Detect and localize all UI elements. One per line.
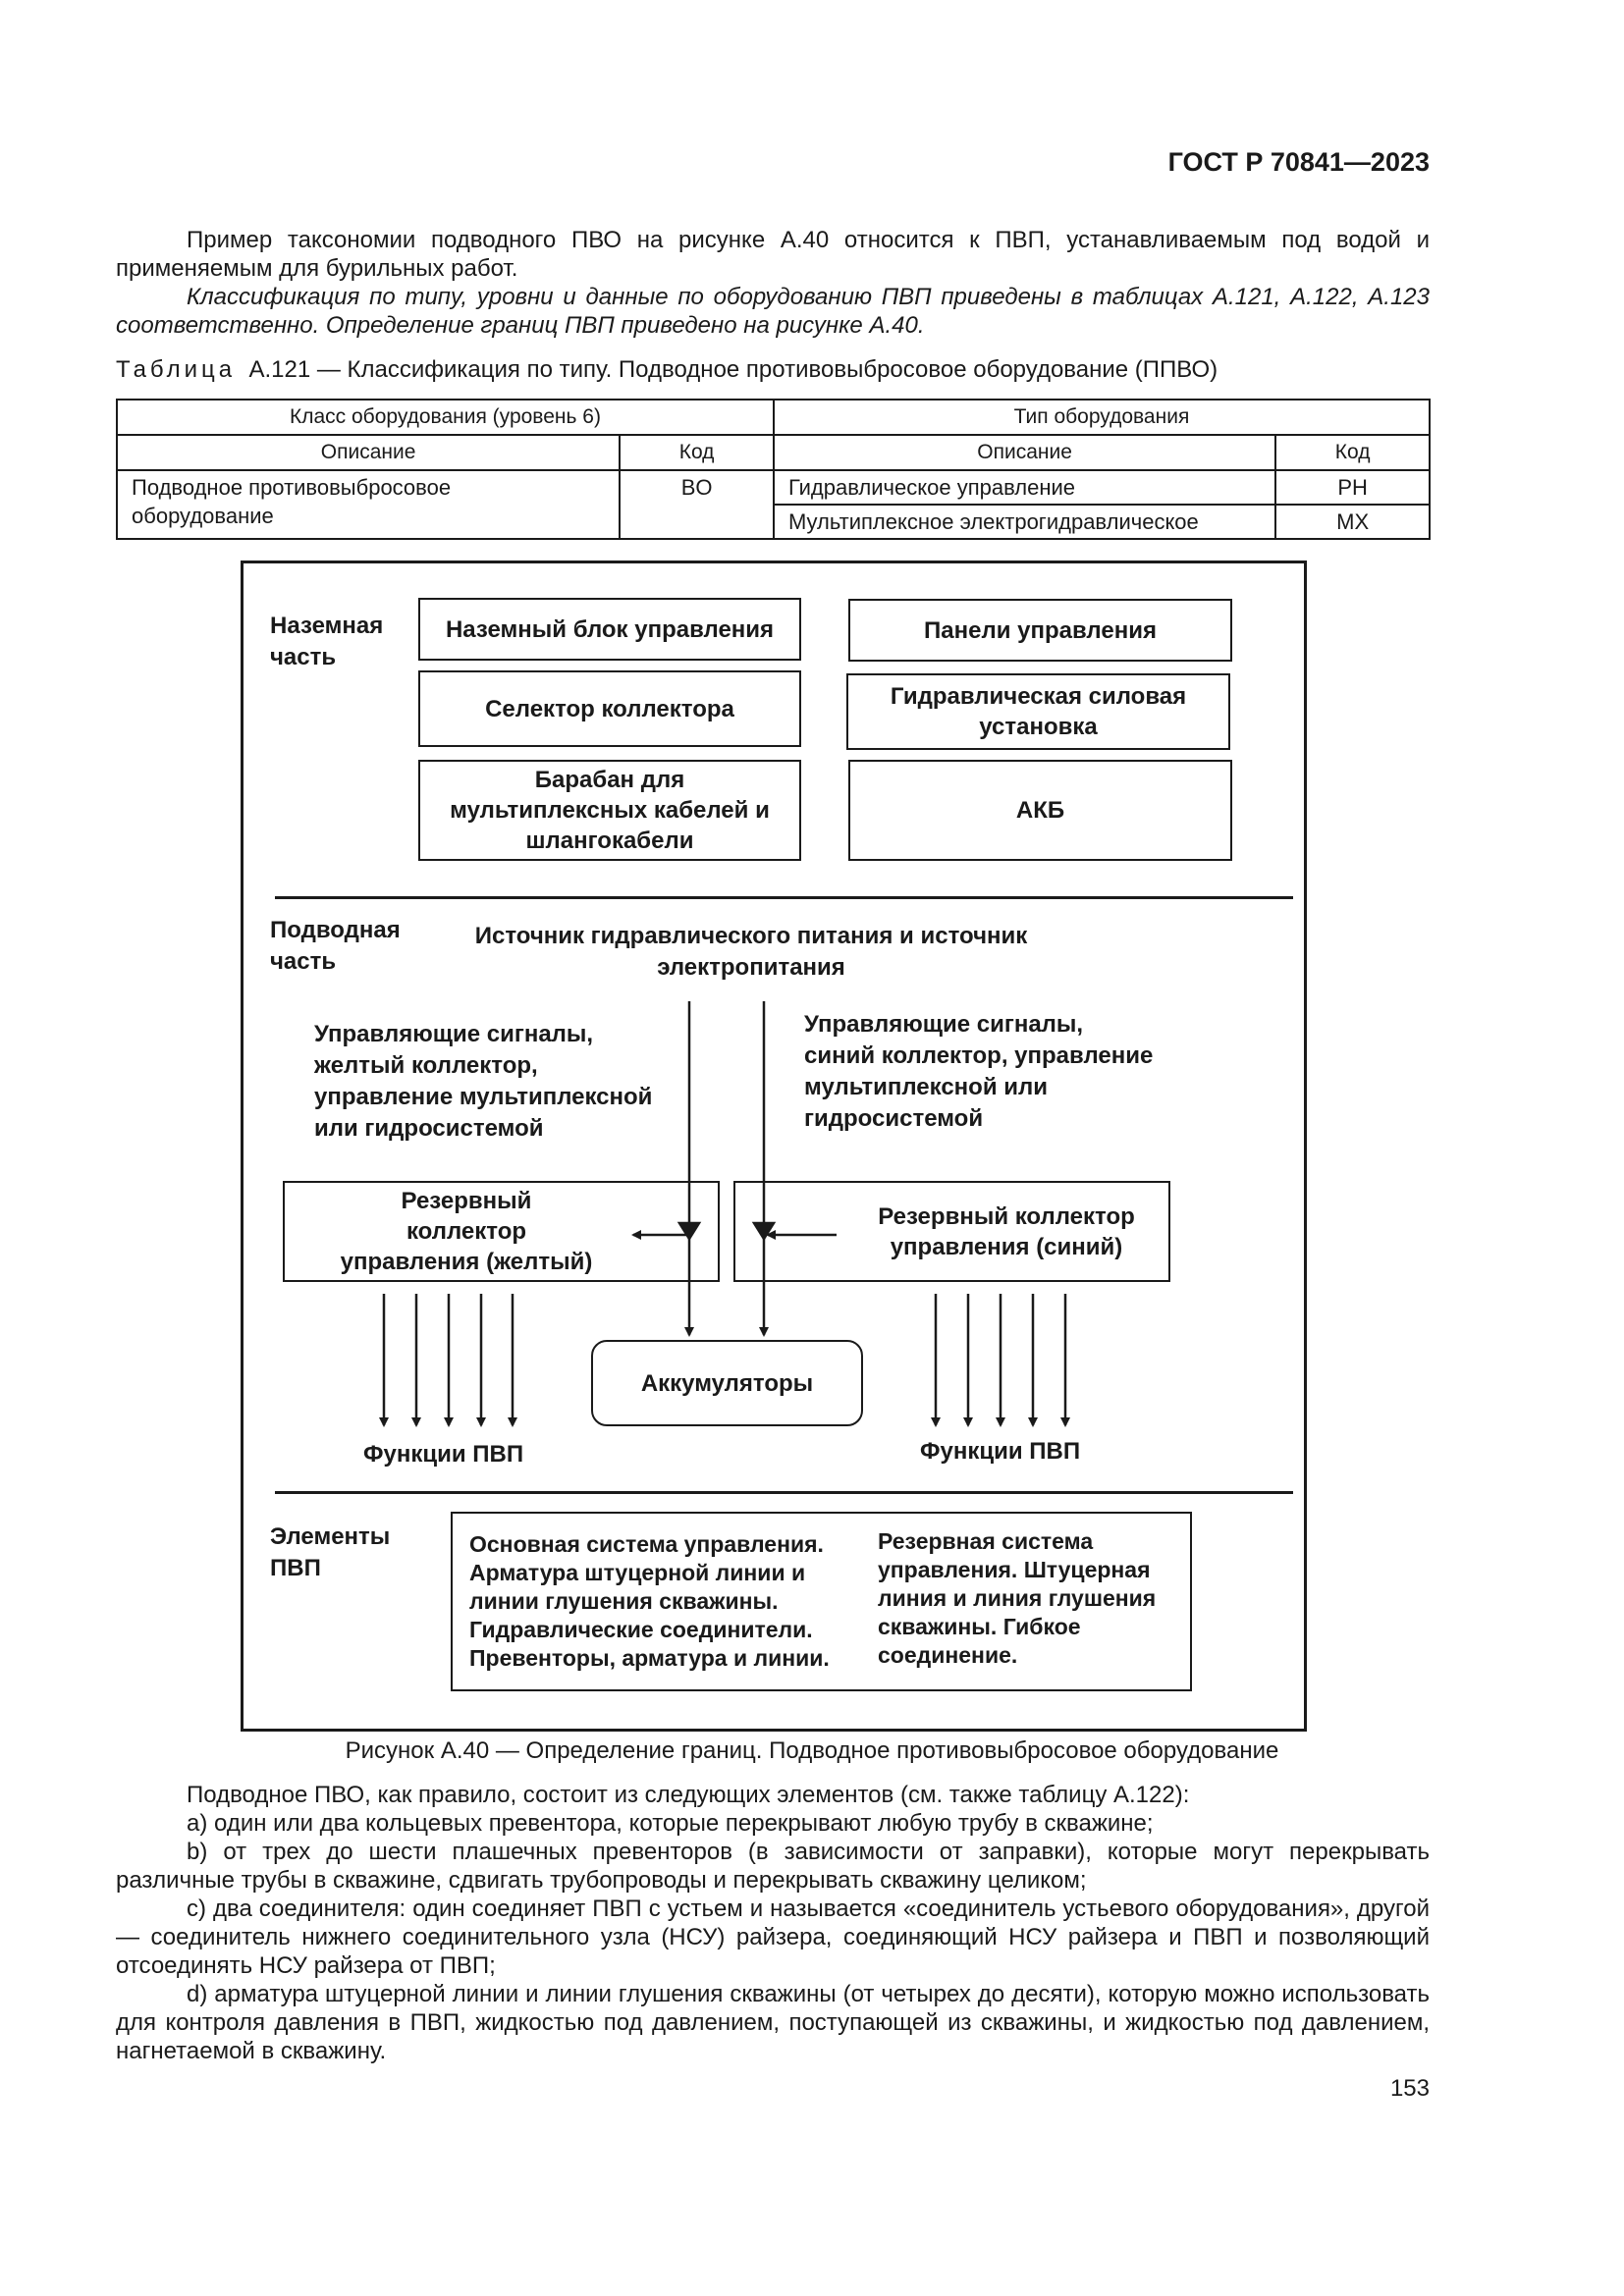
list-item-b: b) от трех до шести плашечных превенторо… [116,1839,1430,1894]
page-number: 153 [1389,2075,1430,2102]
type-code-cell: PH [1274,469,1431,506]
figure-caption: Рисунок А.40 — Определение границ. Подво… [345,1737,1279,1764]
table-caption: Таблица А.121 — Классификация по типу. П… [116,356,1218,384]
backup-system-elements: Резервная система управления. Штуцерная … [878,1528,1157,1668]
table-caption-text: А.121 — Классификация по типу. Подводное… [248,356,1218,383]
type-code-cell: MX [1274,504,1431,540]
section-divider [275,1491,1293,1494]
control-panels-box: Панели управления [848,599,1232,662]
section-divider [275,896,1293,899]
header-code: Код [619,434,775,471]
header-equipment-class: Класс оборудования (уровень 6) [116,399,775,436]
header-description: Описание [772,434,1277,471]
blue-pod-box: Резервный коллектор управления (синий) [733,1181,1170,1282]
yellow-signals-label: Управляющие сигналы, желтый коллектор, у… [314,1021,653,1142]
intro-paragraph-1: Пример таксономии подводного ПВО на рису… [116,227,1430,282]
class-code-cell: BO [619,469,775,540]
surface-section-label: Наземная часть [270,613,384,670]
surface-control-unit-box: Наземный блок управления [418,598,801,661]
table-row: Подводное противовыбросовое оборудование… [115,469,1431,540]
header-equipment-type: Тип оборудования [772,399,1432,436]
list-item-d: d) арматура штуцерной линии и линии глуш… [116,1981,1430,2064]
table-caption-label: Таблица [116,356,237,383]
type-description-cell: Гидравлическое управление [772,469,1277,506]
table-row: Мультиплексное электрогидравлическое MX [117,504,1431,540]
table-group-header-row: Класс оборудования (уровень 6) Тип обору… [116,399,1432,436]
yellow-pod-label: Резервный коллектор управления (желтый) [340,1188,593,1275]
battery-box: АКБ [848,760,1232,861]
body-lead-paragraph: Подводное ПВО, как правило, состоит из с… [187,1782,1190,1808]
main-system-elements: Основная система управления. Арматура шт… [469,1531,830,1671]
power-source-label: Источник гидравлического питания и источ… [474,923,1028,981]
bop-elements-box [451,1512,1192,1691]
header-description: Описание [115,434,622,471]
list-item-c: c) два соединителя: один соединяет ПВП с… [116,1896,1430,1979]
blue-pod-label: Резервный коллектор управления (синий) [878,1202,1135,1260]
cable-drum-box: Барабан для мультиплексных кабелей и шла… [418,760,801,861]
header-code: Код [1274,434,1431,471]
manifold-selector-box: Селектор коллектора [418,670,801,747]
subsea-section-label: Подводная часть [270,917,401,975]
list-item-a: a) один или два кольцевых превентора, ко… [187,1810,1154,1837]
intro-paragraph-2: Классификация по типу, уровни и данные п… [116,284,1430,339]
bop-functions-left-label: Функции ПВП [363,1441,524,1468]
hydraulic-power-unit-box: Гидравлическая силовая установка [846,673,1230,750]
table-column-header-row: Описание Код Описание Код [115,434,1431,471]
classification-table: Класс оборудования (уровень 6) Тип обору… [115,399,1432,540]
bop-functions-right-label: Функции ПВП [920,1438,1081,1465]
class-description-cell: Подводное противовыбросовое оборудование [115,469,622,540]
figure-frame [241,561,1307,1732]
bop-elements-label: Элементы ПВП [270,1523,391,1581]
document-code: ГОСТ Р 70841—2023 [1167,147,1430,177]
type-description-cell: Мультиплексное электрогидравлическое [772,504,1277,540]
accumulators-box: Аккумуляторы [591,1340,863,1426]
blue-signals-label: Управляющие сигналы, синий коллектор, уп… [804,1011,1154,1132]
yellow-pod-box: Резервный коллектор управления (желтый) [283,1181,720,1282]
